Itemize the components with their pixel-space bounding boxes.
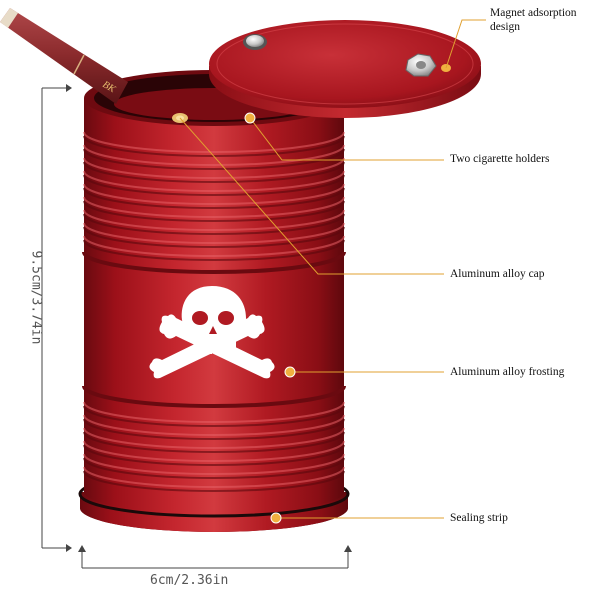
- barrel-rib: [83, 235, 345, 257]
- barrel-rib-shadow: [83, 161, 345, 183]
- barrel-rib: [83, 401, 345, 423]
- barrel-rib-shadow: [83, 431, 345, 453]
- callout-lines: [179, 19, 486, 519]
- callout-sealing: Sealing strip: [450, 512, 508, 524]
- callout-dots: [244, 112, 296, 524]
- barrel-rib-shadow: [83, 470, 345, 492]
- barrel-rib-shadow: [83, 187, 345, 209]
- barrel-rib-shadow: [83, 213, 345, 235]
- barrel-band: [82, 251, 346, 274]
- callout-cap: Aluminum alloy cap: [450, 268, 545, 280]
- barrel-rib-shadow: [83, 148, 345, 170]
- barrel-rib: [83, 183, 345, 205]
- callout-magnet-line1: Magnet adsorption: [490, 7, 577, 19]
- barrel-rib-shadow: [83, 405, 345, 427]
- height-dimension-label: 9.5cm/3.74in: [28, 250, 44, 345]
- barrel-rib: [83, 209, 345, 231]
- skull-and-crossbones-icon: [149, 286, 275, 379]
- cigarette: BK: [0, 8, 128, 104]
- width-dimension-label: 6cm/2.36in: [150, 573, 229, 588]
- callout-holders: Two cigarette holders: [450, 153, 550, 165]
- lid-screw: [246, 35, 264, 47]
- barrel-rib-shadow: [83, 457, 345, 479]
- barrel-rib: [83, 427, 345, 449]
- barrel-rib-shadow: [83, 418, 345, 440]
- barrel-ribs: [82, 131, 346, 492]
- callout-magnet-line2: design: [490, 21, 521, 33]
- barrel-rib: [83, 440, 345, 462]
- barrel-rib: [83, 170, 345, 192]
- barrel-rib: [83, 453, 345, 475]
- barrel-rib: [83, 144, 345, 166]
- barrel-band: [82, 385, 346, 408]
- barrel-rib-shadow: [83, 174, 345, 196]
- barrel-rib: [83, 157, 345, 179]
- barrel-rib: [83, 222, 345, 244]
- barrel-rib-shadow: [83, 239, 345, 261]
- barrel-rib: [83, 131, 345, 153]
- barrel-rib-shadow: [83, 226, 345, 248]
- barrel-lid: [209, 20, 481, 118]
- barrel-rib: [83, 196, 345, 218]
- barrel-rib: [83, 414, 345, 436]
- dimension-lines: [41, 84, 352, 569]
- skull-features: [192, 311, 234, 334]
- callout-frosting: Aluminum alloy frosting: [450, 366, 565, 378]
- barrel-rib-shadow: [83, 200, 345, 222]
- barrel-rib: [83, 466, 345, 488]
- callout-magnet: Magnet adsorption design: [490, 6, 577, 34]
- barrel-rib-shadow: [83, 444, 345, 466]
